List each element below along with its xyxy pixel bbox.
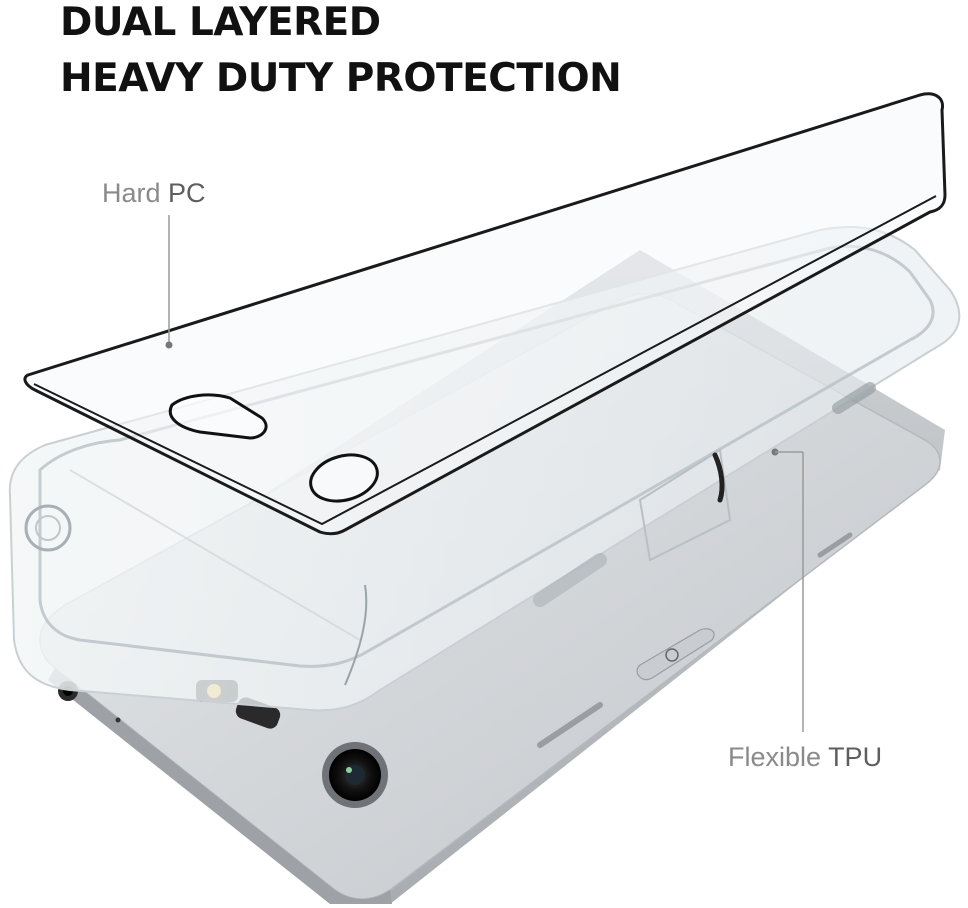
hard-pc-label: Hard PC (102, 178, 206, 209)
callout-pointers (165, 215, 804, 732)
hard-pc-plate (23, 92, 947, 536)
headline-line-1: DUAL LAYERED (60, 0, 381, 45)
headline-line-2: HEAVY DUTY PROTECTION (60, 56, 622, 101)
tpu-frame (8, 225, 961, 712)
flexible-tpu-prefix: Flexible (728, 742, 822, 772)
flexible-tpu-label: Flexible TPU (728, 742, 882, 773)
camera-lens-icon (322, 742, 388, 808)
power-button-icon (636, 628, 715, 681)
hard-pc-prefix: Hard (102, 178, 161, 208)
flexible-tpu-emphasis: TPU (828, 742, 883, 772)
hard-pc-emphasis: PC (168, 178, 206, 208)
fingerprint-cutout-icon (168, 393, 379, 503)
microphone-hole (115, 717, 121, 723)
